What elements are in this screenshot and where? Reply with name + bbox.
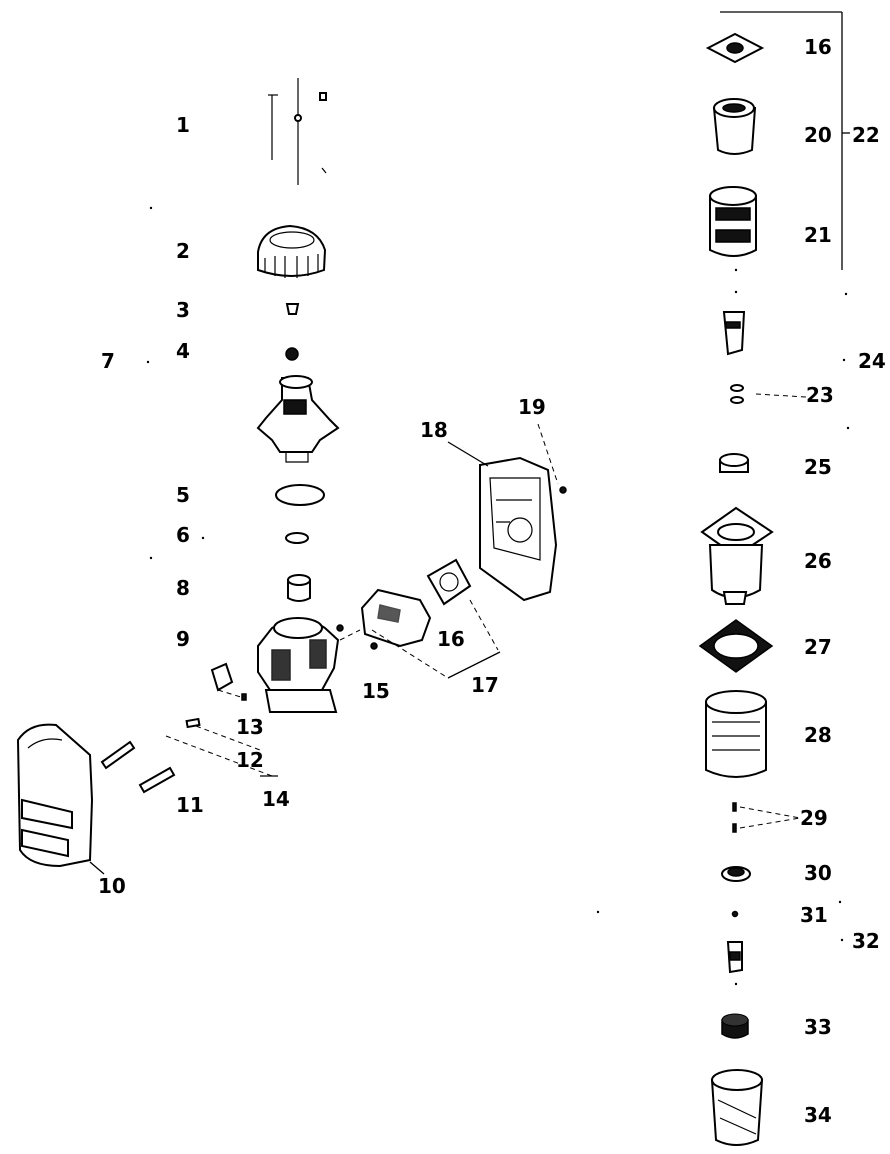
- label-17: 17: [471, 673, 499, 697]
- part-13-check-valve: [210, 662, 247, 701]
- label-12: 12: [236, 748, 264, 772]
- label-20: 20: [804, 123, 832, 147]
- label-13: 13: [236, 715, 264, 739]
- leader-lines: [89, 11, 850, 875]
- part-27-gasket: [698, 619, 774, 673]
- label-10: 10: [98, 874, 126, 898]
- label-24: 24: [858, 349, 886, 373]
- label-34: 34: [804, 1103, 832, 1127]
- label-26: 26: [804, 549, 832, 573]
- part-15-motor-block: [360, 588, 432, 650]
- label-8: 8: [176, 576, 190, 600]
- label-19: 19: [518, 395, 546, 419]
- label-5: 5: [176, 483, 190, 507]
- label-22: 22: [852, 123, 880, 147]
- label-16-right: 16: [804, 35, 832, 59]
- part-3-fitting: [285, 303, 300, 315]
- part-9-pump-body: [257, 617, 344, 713]
- label-11: 11: [176, 793, 204, 817]
- label-7: 7: [101, 349, 115, 373]
- label-32: 32: [852, 929, 880, 953]
- label-9: 9: [176, 627, 190, 651]
- part-21-housing: [709, 186, 757, 257]
- part-33-nut: [721, 1013, 749, 1039]
- part-6-oring-small: [285, 532, 309, 544]
- part-31-pin: [731, 910, 739, 918]
- part-12-clip: [185, 717, 201, 729]
- part-4-ball: [285, 347, 299, 361]
- part-18-frame-housing: [479, 456, 558, 602]
- part-28-canister: [705, 690, 767, 778]
- part-20-cylinder: [712, 98, 757, 155]
- label-25: 25: [804, 455, 832, 479]
- part-30-disc: [721, 866, 751, 882]
- part-labels: 1 2 3 4 5 6 7 8 9 10 11 12 13 14 15 16 1…: [98, 35, 886, 1127]
- label-27: 27: [804, 635, 832, 659]
- part-10-cover: [16, 723, 94, 868]
- label-6: 6: [176, 523, 190, 547]
- part-34-base: [710, 1069, 764, 1146]
- label-30: 30: [804, 861, 832, 885]
- part-29-pins: [732, 802, 737, 833]
- label-33: 33: [804, 1015, 832, 1039]
- label-29: 29: [800, 806, 828, 830]
- label-4: 4: [176, 339, 190, 363]
- stray-dots: [146, 206, 850, 986]
- valve-housing-upper: [256, 375, 340, 463]
- part-5-oring-large: [275, 484, 325, 506]
- label-2: 2: [176, 239, 190, 263]
- spring-stem: [726, 941, 743, 974]
- label-1: 1: [176, 113, 190, 137]
- label-28: 28: [804, 723, 832, 747]
- part-11-bolts: [100, 740, 176, 794]
- part-26-body: [700, 506, 774, 605]
- part-1-tie-rods: [268, 78, 327, 185]
- part-2-ribbed-cap: [257, 224, 327, 278]
- label-23: 23: [806, 383, 834, 407]
- label-3: 3: [176, 298, 190, 322]
- valve-stem: [722, 311, 746, 356]
- label-31: 31: [800, 903, 828, 927]
- part-19-screw: [559, 486, 567, 494]
- part-25-nut: [719, 453, 749, 473]
- label-15: 15: [362, 679, 390, 703]
- label-21: 21: [804, 223, 832, 247]
- part-8-sleeve: [287, 574, 311, 602]
- label-14: 14: [262, 787, 290, 811]
- label-16-middle: 16: [437, 627, 465, 651]
- part-16-flange-top: [705, 32, 765, 64]
- label-18: 18: [420, 418, 448, 442]
- part-16-plate-middle: [426, 558, 472, 606]
- part-23-orings: [730, 384, 744, 404]
